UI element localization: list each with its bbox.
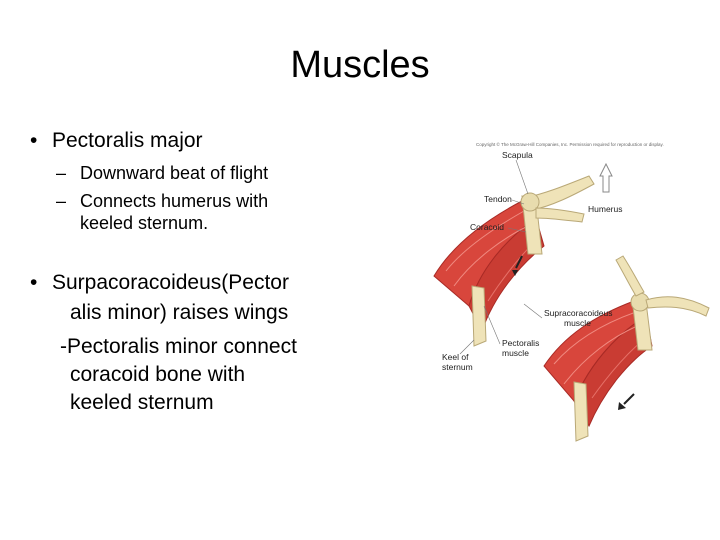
leader-line <box>483 305 501 345</box>
bullet-dot: • <box>30 129 38 152</box>
label-pectoralis-line2: muscle <box>502 348 529 358</box>
arrow-head-icon <box>512 270 518 276</box>
copyright-notice: Copyright © The McGraw-Hill Companies, I… <box>476 141 664 147</box>
arrow-down-icon <box>515 255 523 269</box>
scapula-lower <box>645 296 710 317</box>
leader-line <box>507 227 527 233</box>
humerus-lower <box>615 255 645 297</box>
muscle-fiber <box>445 210 525 272</box>
dash-glyph: – <box>56 191 67 211</box>
muscle-fiber <box>563 323 643 385</box>
label-tendon: Tendon <box>484 194 512 204</box>
leader-line <box>511 199 525 205</box>
label-coracoid: Coracoid <box>470 222 504 232</box>
label-supracoracoideus-line2: muscle <box>564 318 591 328</box>
bullet-line: coracoid bone with <box>70 363 246 386</box>
keel-sternum-upper <box>471 285 487 347</box>
arrow-head-icon <box>618 402 626 410</box>
sub-bullet-connects: –Connects humerus with <box>56 190 268 212</box>
muscle-fiber <box>453 223 533 287</box>
label-keel-line2: sternum <box>442 362 473 372</box>
bullet-line: alis minor) raises wings <box>70 301 289 324</box>
dash-glyph: – <box>56 163 67 183</box>
keel-sternum-lower <box>573 381 589 442</box>
sub-bullet-text: Connects humerus with <box>80 191 269 211</box>
label-scapula: Scapula <box>502 150 533 160</box>
flight-muscle-diagram: Copyright © The McGraw-Hill Companies, I… <box>433 141 710 442</box>
muscle-fiber <box>553 311 637 365</box>
bullet-supracoracoideus: • Surpacoracoideus(Pector <box>30 270 289 296</box>
arrow-up-outline-icon <box>599 162 613 193</box>
sub-bullet-continuation: keeled sternum. <box>80 213 209 233</box>
bullet-line: -Pectoralis minor connect <box>60 335 297 358</box>
bullet-pectoralis-major: • Pectoralis major <box>30 128 203 154</box>
sub-bullet-downward-beat: –Downward beat of flight <box>56 162 268 184</box>
label-keel: Keel of <box>442 352 469 362</box>
sub-bullet-text: Downward beat of flight <box>80 163 269 183</box>
bullet-line: keeled sternum <box>70 391 214 414</box>
bullet-line: Surpacoracoideus(Pector <box>52 271 289 294</box>
leader-line <box>459 339 475 355</box>
slide-title: Muscles <box>290 44 430 86</box>
scapula-upper <box>523 175 595 211</box>
arrow-down-icon <box>623 393 635 405</box>
label-humerus: Humerus <box>588 204 622 214</box>
label-supracoracoideus: Supracoracoideus <box>544 308 613 318</box>
bullet-dot: • <box>30 271 38 294</box>
label-pectoralis: Pectoralis <box>502 338 539 348</box>
leader-line <box>523 303 543 319</box>
bullet-text: Pectoralis major <box>52 129 203 152</box>
leader-line <box>515 159 529 195</box>
shoulder-joint-upper <box>520 192 540 212</box>
humerus-upper <box>535 207 585 223</box>
